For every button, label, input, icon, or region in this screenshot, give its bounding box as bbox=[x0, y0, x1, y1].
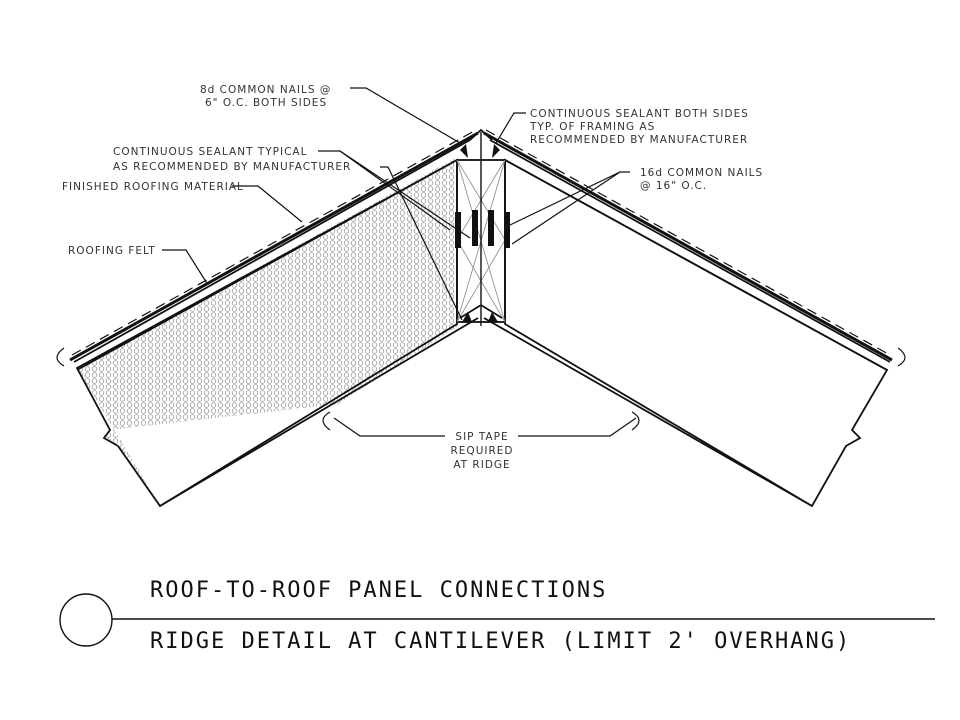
ridge-cap bbox=[469, 128, 493, 141]
leader-sip-tape-right bbox=[518, 417, 637, 437]
leader-sealant-both bbox=[495, 112, 526, 144]
leader-roofing-felt bbox=[162, 249, 209, 286]
label-sip-tape-2: REQUIRED bbox=[451, 445, 514, 457]
label-sealant-typ-2: AS RECOMMENDED BY MANUFACTURER bbox=[113, 161, 351, 173]
sealant-top-left bbox=[460, 144, 468, 158]
tape-mark-left bbox=[322, 411, 331, 431]
right-top-skin-inner bbox=[504, 159, 888, 371]
left-top-skin bbox=[73, 139, 471, 363]
label-finished-roofing: FINISHED ROOFING MATERIAL bbox=[62, 181, 244, 193]
detail-subtitle: RIDGE DETAIL AT CANTILEVER (LIMIT 2' OVE… bbox=[150, 629, 851, 654]
left-finished-roofing bbox=[71, 129, 477, 356]
nail-16d-center-left bbox=[472, 210, 478, 246]
tape-mark-right bbox=[631, 411, 640, 431]
label-sip-tape-3: AT RIDGE bbox=[453, 459, 510, 471]
break-mark-right bbox=[897, 347, 906, 367]
label-sealant-typ-1: CONTINUOUS SEALANT TYPICAL bbox=[113, 146, 307, 158]
label-sealant-both-1: CONTINUOUS SEALANT BOTH SIDES bbox=[530, 108, 749, 120]
left-bottom-skin bbox=[159, 317, 479, 507]
right-finished-roofing bbox=[485, 129, 891, 356]
leader-16d-2 bbox=[511, 171, 621, 245]
right-panel-body bbox=[504, 158, 889, 508]
label-8d-nails-1: 8d COMMON NAILS @ bbox=[200, 84, 331, 96]
sealant-bottom-left bbox=[462, 312, 472, 322]
right-roofing-felt bbox=[483, 131, 893, 362]
right-top-skin bbox=[489, 139, 891, 363]
label-sip-tape-1: SIP TAPE bbox=[455, 431, 508, 443]
left-panel-insulation bbox=[77, 158, 458, 506]
left-roofing-felt bbox=[69, 131, 479, 362]
right-roof-panel bbox=[483, 129, 893, 508]
title-block: ROOF-TO-ROOF PANEL CONNECTIONS RIDGE DET… bbox=[59, 578, 935, 654]
sealant-bottom-right bbox=[488, 312, 498, 322]
label-roofing-felt: ROOFING FELT bbox=[68, 245, 156, 257]
detail-bubble bbox=[59, 593, 113, 647]
leader-sealant-typ-3 bbox=[380, 166, 463, 321]
nail-16d-right bbox=[504, 212, 510, 248]
leader-8d-nails bbox=[350, 87, 461, 144]
detail-title: ROOF-TO-ROOF PANEL CONNECTIONS bbox=[150, 578, 607, 603]
break-mark-left bbox=[56, 347, 65, 367]
label-16d-nails-2: @ 16" O.C. bbox=[640, 180, 707, 192]
nail-16d-center-right bbox=[488, 210, 494, 246]
ridge-bottom-joint bbox=[459, 303, 503, 319]
sealant-top-right bbox=[492, 144, 500, 158]
ridge-framing bbox=[455, 128, 510, 326]
label-sealant-both-3: RECOMMENDED BY MANUFACTURER bbox=[530, 134, 748, 146]
label-16d-nails-1: 16d COMMON NAILS bbox=[640, 167, 763, 179]
leader-sip-tape-left bbox=[333, 417, 445, 437]
leader-sealant-typ-2 bbox=[339, 150, 471, 239]
label-8d-nails-2: 6" O.C. BOTH SIDES bbox=[205, 97, 327, 109]
leader-finished-roofing bbox=[232, 185, 303, 223]
right-bottom-skin bbox=[483, 317, 813, 507]
leaders bbox=[162, 87, 637, 437]
left-top-skin-inner bbox=[76, 159, 458, 371]
label-sealant-both-2: TYP. OF FRAMING AS bbox=[529, 121, 655, 133]
